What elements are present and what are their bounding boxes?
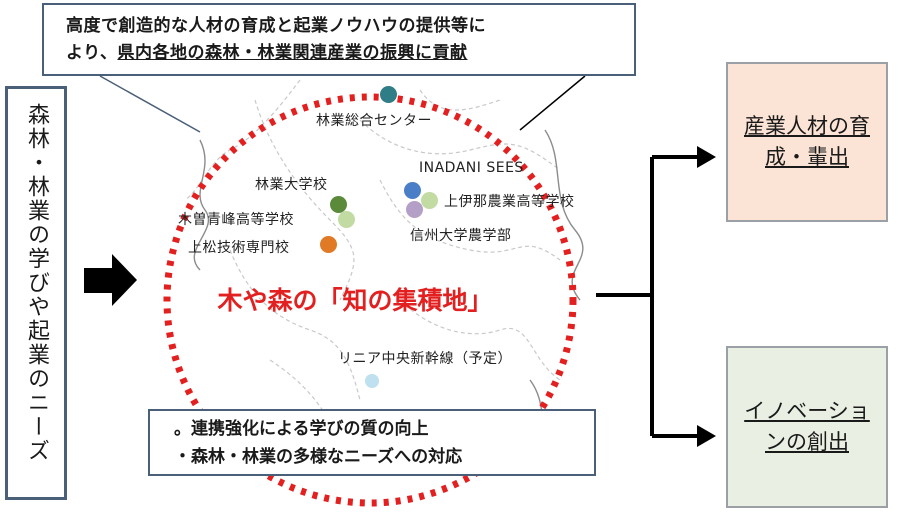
arrowhead-bottom [697, 425, 716, 447]
bottom-callout-line1: 。連携強化による学びの質の向上 [174, 419, 429, 439]
top-callout-line2-prefix: より、 [66, 43, 118, 63]
label-shinshu-univ: 信州大学農学部 [410, 228, 512, 244]
dot-shinshu-univ [406, 201, 423, 218]
input-arrow [84, 254, 137, 306]
top-callout-line1: 高度で創造的な人材の育成と起業ノウハウの提供等に [66, 16, 486, 36]
label-ringyo-center: 林業総合センター [316, 113, 432, 129]
outcome-box-innovation: イノベーションの創出 [726, 346, 888, 508]
dot-linear [365, 374, 379, 388]
bottom-callout-line2: ・森林・林業の多様なニーズへの対応 [174, 447, 463, 467]
dot-kamiina-hs [421, 192, 438, 209]
top-callout-line2: より、県内各地の森林・林業関連産業の振興に貢献 [66, 40, 634, 67]
outcome-innovation-text: イノベーションの創出 [744, 399, 870, 454]
top-callout-line2-underlined: 県内各地の森林・林業関連産業の振興に貢献 [117, 43, 468, 63]
callout-connector-right [519, 75, 586, 131]
dot-kiso-hs [338, 211, 355, 228]
knowledge-hub-circle [163, 93, 577, 507]
center-title: 木や森の「知の集積地」 [217, 286, 493, 315]
arrowhead-top [697, 146, 716, 168]
dot-agematsu-hs [320, 236, 337, 253]
output-arrows [596, 155, 700, 438]
label-ringyo-daigakko: 林業大学校 [255, 177, 328, 193]
dot-ringyo-daigakko [330, 196, 347, 213]
map-boundaries [184, 79, 561, 441]
dot-ringyo-center [380, 86, 397, 103]
bottom-callout: 。連携強化による学びの質の向上 ・森林・林業の多様なニーズへの対応 [148, 409, 596, 476]
label-kamiina-hs: 上伊那農業高等学校 [444, 194, 575, 210]
callout-connector-left [99, 75, 201, 133]
label-inadani-sees: INADANI SEES [419, 160, 524, 176]
label-agematsu-hs: 上松技術専門校 [188, 240, 290, 256]
needs-box: 森林・林業の学びや起業のニーズ [5, 86, 67, 500]
needs-text: 森林・林業の学びや起業のニーズ [24, 103, 49, 463]
label-linear: リニア中央新幹線（予定） [338, 351, 512, 367]
outcome-box-talent: 産業人材の育成・輩出 [726, 62, 888, 222]
top-callout: 高度で創造的な人材の育成と起業ノウハウの提供等に より、県内各地の森林・林業関連… [42, 3, 636, 76]
outcome-talent-text: 産業人材の育成・輩出 [744, 114, 870, 169]
label-kiso-hs: 木曽青峰高等学校 [178, 212, 294, 228]
dot-inadani-sees [404, 182, 421, 199]
